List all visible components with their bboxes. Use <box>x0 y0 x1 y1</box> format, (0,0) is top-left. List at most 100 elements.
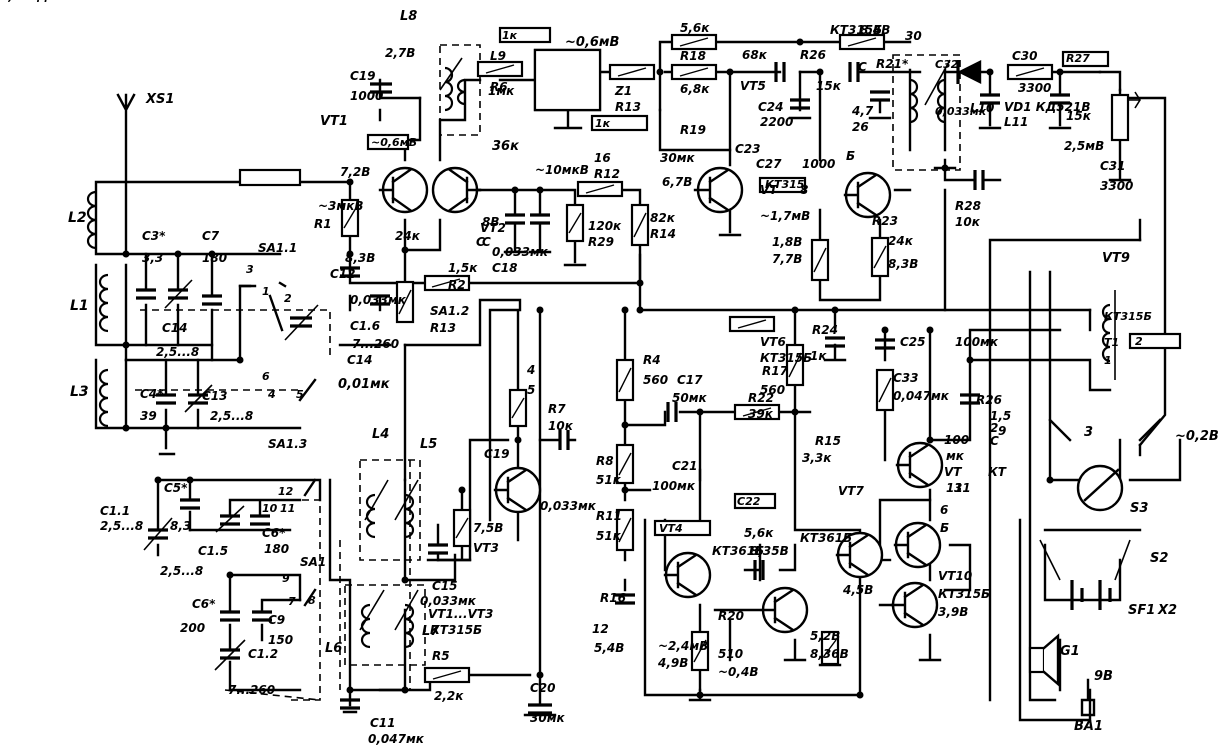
component-label: 150 <box>268 633 293 647</box>
component-label: КТ315Б <box>830 23 882 37</box>
component-label: 1к <box>810 349 827 363</box>
component-label: 10к <box>548 419 574 433</box>
coil-l11 <box>936 78 946 124</box>
component-label: КТ315Б <box>760 351 812 365</box>
capacitor-c23 <box>790 98 810 110</box>
component-label: 3,3 <box>142 251 163 265</box>
component-label: 50мк <box>672 391 708 405</box>
component-label: 15к <box>816 79 842 93</box>
component-label: ~1,7мВ <box>760 209 810 223</box>
component-label: R13 <box>615 100 641 114</box>
component-label: C5* <box>164 481 188 495</box>
component-label: 7...260 <box>228 683 275 697</box>
coil-l8 <box>444 66 454 112</box>
component-label: 4,9В <box>657 656 688 670</box>
component-label: BA1 <box>1074 719 1103 734</box>
wiring <box>94 40 1182 722</box>
component-label: L4 <box>372 427 389 442</box>
component-label: 3300 <box>1018 81 1051 95</box>
capacitor-c13-trim <box>184 384 213 413</box>
coil-l3 <box>98 368 109 428</box>
component-label: VT9 <box>1102 251 1130 266</box>
component-label: VT6 <box>760 335 786 349</box>
component-label: L6 <box>325 641 342 656</box>
component-label: C6* <box>262 526 286 540</box>
resistor-r19 <box>670 63 718 81</box>
component-label: C18 <box>492 261 518 275</box>
component-label: VT5 <box>740 79 766 93</box>
component-label: 68к <box>742 48 768 62</box>
component-label: 1000 <box>802 157 835 171</box>
component-label: R11 <box>596 509 622 523</box>
jack-x3 <box>1080 678 1096 717</box>
transistor-vt9 <box>890 581 939 629</box>
component-label: 31 <box>954 481 971 495</box>
resistor-r25 <box>838 33 886 51</box>
resistor-r23 <box>810 238 830 282</box>
component-label: C6* <box>192 597 216 611</box>
component-label: 0,25ГД-10 <box>0 0 70 3</box>
component-label: 100мк <box>955 335 999 349</box>
misc-parts <box>238 48 1162 717</box>
transistor-vt6 <box>760 586 809 634</box>
resistor-r22 <box>785 343 805 387</box>
component-label: 2,5...8 <box>156 345 199 359</box>
component-label: C1.6 <box>350 319 380 333</box>
component-label: R13 <box>430 321 456 335</box>
component-label: 51к <box>596 473 622 487</box>
resistor-r17 <box>728 315 776 333</box>
component-label: C7 <box>202 229 220 243</box>
component-label: 2 <box>1135 335 1143 348</box>
component-label: SA1.3 <box>268 437 307 451</box>
component-label: R23 <box>872 214 898 228</box>
component-label: 1 <box>1104 354 1112 367</box>
component-label: 0,033мк <box>935 105 987 118</box>
diode-vd1 <box>956 60 982 84</box>
component-label: C30 <box>1012 49 1038 63</box>
component-label: 11 <box>280 502 295 515</box>
capacitor-c33 <box>875 338 895 350</box>
component-label: C22 <box>737 495 761 508</box>
component-label: C24 <box>758 100 784 114</box>
component-label: 560 <box>643 373 668 387</box>
component-label: 2,7В <box>385 46 415 60</box>
component-label: 5,4В <box>594 641 624 655</box>
component-label: R21* <box>876 57 909 71</box>
component-label: 7,7В <box>772 252 802 266</box>
capacitor-c16 <box>505 213 525 225</box>
component-label: VT7 <box>838 484 864 498</box>
component-label: C <box>482 235 491 249</box>
component-label: R1 <box>314 217 332 231</box>
component-label: 100мк <box>652 479 696 493</box>
component-label: X2 <box>1157 603 1177 618</box>
component-label: 36к <box>492 139 520 154</box>
component-label: C14 <box>162 321 188 335</box>
component-label: VT <box>944 465 962 479</box>
component-label: 8,36В <box>810 647 849 661</box>
capacitor-c7 <box>202 294 222 306</box>
resistor-r14 <box>630 203 650 247</box>
component-label: C20 <box>530 681 556 695</box>
component-label: 4 <box>526 363 535 377</box>
component-label: 120к <box>588 219 622 233</box>
component-label: КТ315Б <box>430 623 482 637</box>
capacitor-c27 <box>870 90 890 102</box>
component-label: L9 <box>490 49 506 63</box>
component-label: 100 <box>944 433 969 447</box>
capacitor-c1-5-trim <box>215 505 245 533</box>
resistor-r21 <box>870 236 890 278</box>
component-label: 1к <box>502 29 518 42</box>
component-label: 6 <box>940 503 948 517</box>
capacitor-c17 <box>528 703 552 715</box>
component-label: КТ315 <box>765 178 805 191</box>
component-label: 24к <box>395 229 421 243</box>
resistor-r6 <box>476 60 524 78</box>
component-label: L3 <box>70 384 89 400</box>
component-label: 9 <box>998 424 1006 438</box>
component-label: 30 <box>905 29 922 43</box>
coil-l10 <box>909 78 919 124</box>
component-label: 5,6к <box>744 526 774 540</box>
resistor-r12 <box>576 180 624 198</box>
